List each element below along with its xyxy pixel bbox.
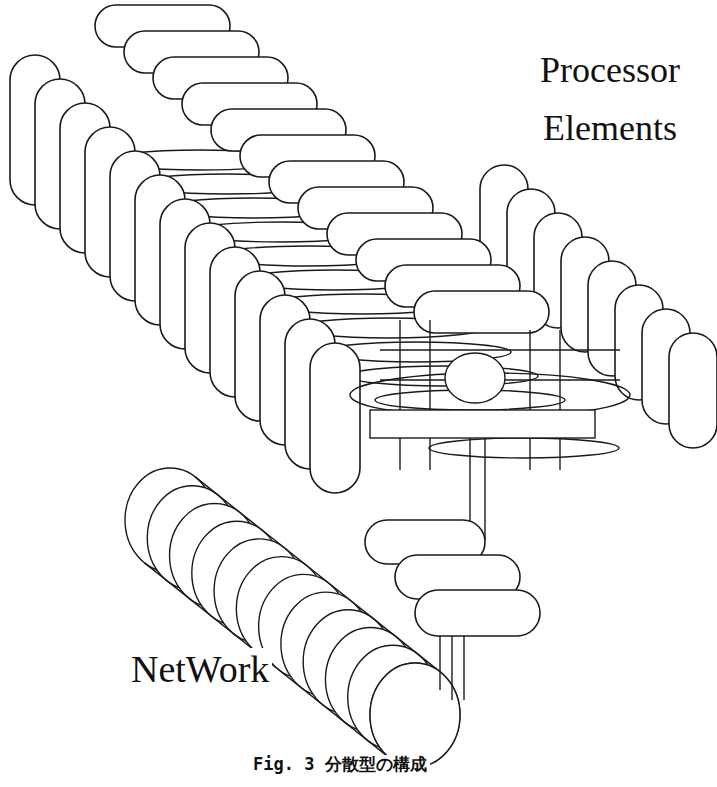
network-ring — [370, 663, 460, 767]
processor-element — [310, 343, 360, 493]
connection-wire — [380, 349, 620, 350]
figure-caption: Fig. 3 分散型の構成 — [250, 755, 430, 775]
internal-bus-ring — [429, 438, 619, 458]
component-label: NetWork — [128, 648, 272, 692]
component-label: Processor Elements — [507, 42, 713, 157]
processor-element — [414, 291, 549, 333]
connection-wire — [399, 320, 400, 470]
network-front-face — [370, 663, 460, 767]
connection-wire — [559, 330, 560, 470]
processor-element — [669, 333, 717, 448]
connection-wire — [529, 330, 530, 470]
internal-bus-ring — [348, 366, 538, 386]
processor-element — [415, 590, 540, 636]
connection-wire — [484, 438, 485, 540]
switch-board — [370, 410, 595, 438]
connection-wire — [429, 320, 430, 470]
switch-node — [445, 353, 505, 403]
